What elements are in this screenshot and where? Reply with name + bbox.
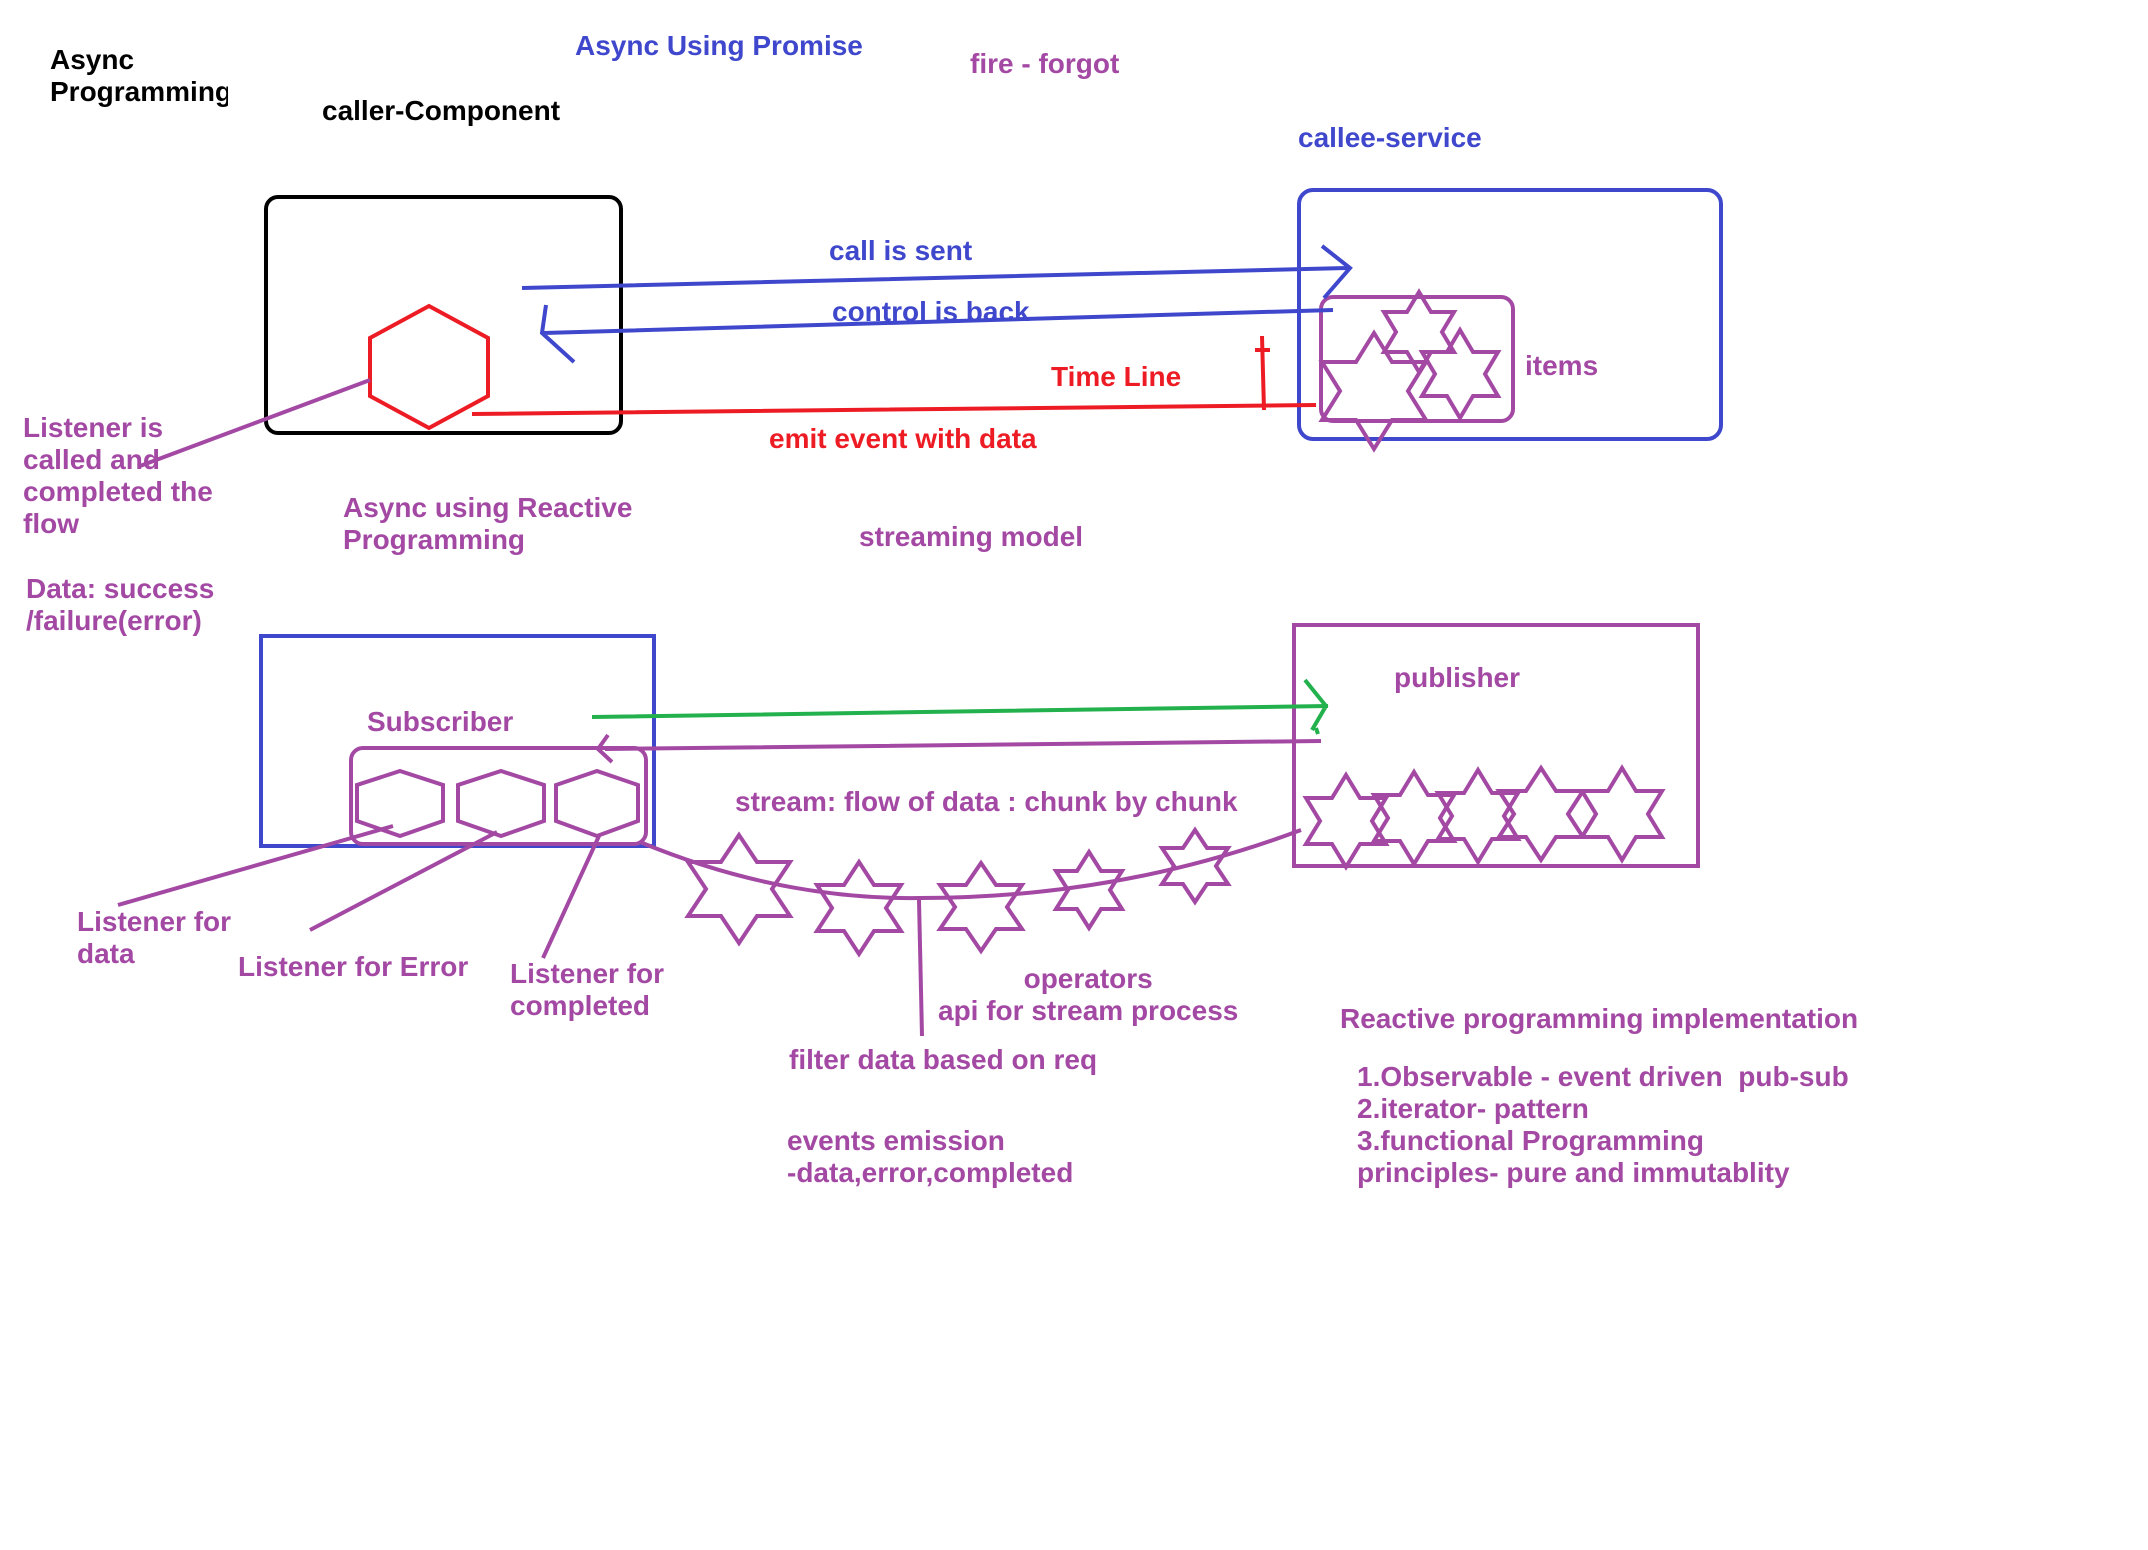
subscriber-label: Subscriber: [367, 706, 514, 737]
operators-label: operators api for stream process: [938, 963, 1239, 1026]
item-star-2: [1318, 329, 1430, 453]
listener-called-label: Listener is called and completed the flo…: [23, 412, 213, 539]
filter-data-label: filter data based on req: [789, 1044, 1098, 1075]
stream-stars: [684, 826, 1232, 958]
listeners-box: [349, 746, 648, 846]
publisher-stars: [1302, 764, 1666, 871]
publisher-star-2: [1370, 768, 1458, 868]
publisher-box: [1292, 623, 1700, 868]
listener-for-error-label: Listener for Error: [238, 951, 469, 982]
error-listener-connector: [309, 830, 498, 932]
items-label: items: [1525, 350, 1599, 381]
reactive-impl-title: Reactive programming implementation: [1340, 1003, 1859, 1034]
events-emission-label: events emission -data,error,completed: [787, 1125, 1074, 1188]
time-line-label: Time Line: [1051, 361, 1182, 392]
stream-star-5: [1158, 826, 1232, 906]
publisher-star-5: [1578, 764, 1666, 864]
stream-star-1: [684, 831, 794, 947]
publisher-star-1: [1302, 771, 1390, 871]
data-listener-connector: [117, 824, 394, 907]
error-listener-hexagon: [456, 768, 546, 839]
callee-service-label: callee-service: [1298, 122, 1482, 153]
stream-star-2: [813, 858, 905, 958]
callee-service-box: [1297, 188, 1723, 441]
subscribe-arrow: [591, 678, 1329, 735]
data-success-failure-label: Data: success /failure(error): [26, 573, 215, 636]
completed-listener-hexagon: [554, 768, 640, 839]
completed-listener-connector: [541, 835, 601, 959]
control-is-back-label: control is back: [832, 296, 1030, 327]
stream-flow-label: stream: flow of data : chunk by chunk: [735, 786, 1238, 817]
item-star-3: [1418, 326, 1502, 422]
stream-star-3: [936, 859, 1026, 955]
stream-arc: [639, 828, 1302, 901]
async-reactive-title: Async using Reactive Programming: [343, 492, 633, 555]
listener-for-data-label: Listener for data: [77, 906, 232, 969]
fire-forgot-label: fire - forgot: [970, 48, 1120, 79]
operators-connector: [917, 899, 924, 1037]
stream-star-4: [1052, 848, 1126, 932]
caller-listener-hexagon: [368, 303, 490, 431]
publisher-star-4: [1495, 764, 1587, 864]
publisher-label: publisher: [1394, 662, 1521, 693]
reactive-impl-list: 1.Observable - event driven pub-sub 2.it…: [1357, 1061, 1849, 1188]
caller-component-box: [264, 195, 623, 435]
items-stars: [1318, 288, 1502, 453]
control-back-arrow: [539, 304, 1334, 364]
timeline-line: [471, 335, 1317, 416]
caller-component-label: caller-Component: [322, 95, 561, 126]
emit-event-label: emit event with data: [769, 423, 1037, 454]
call-sent-arrow: [521, 244, 1353, 300]
async-using-promise-title: Async Using Promise: [575, 30, 863, 61]
publisher-star-3: [1434, 766, 1522, 866]
call-is-sent-label: call is sent: [829, 235, 973, 266]
listener-for-completed-label: Listener for completed: [510, 958, 665, 1021]
listener-hexagons: [355, 768, 640, 839]
listener-connector: [139, 378, 371, 468]
data-listener-hexagon: [355, 768, 445, 839]
emit-return-arrow: [595, 733, 1322, 764]
streaming-model-label: streaming model: [859, 521, 1084, 552]
async-programming-title: Async Programming: [50, 44, 228, 107]
